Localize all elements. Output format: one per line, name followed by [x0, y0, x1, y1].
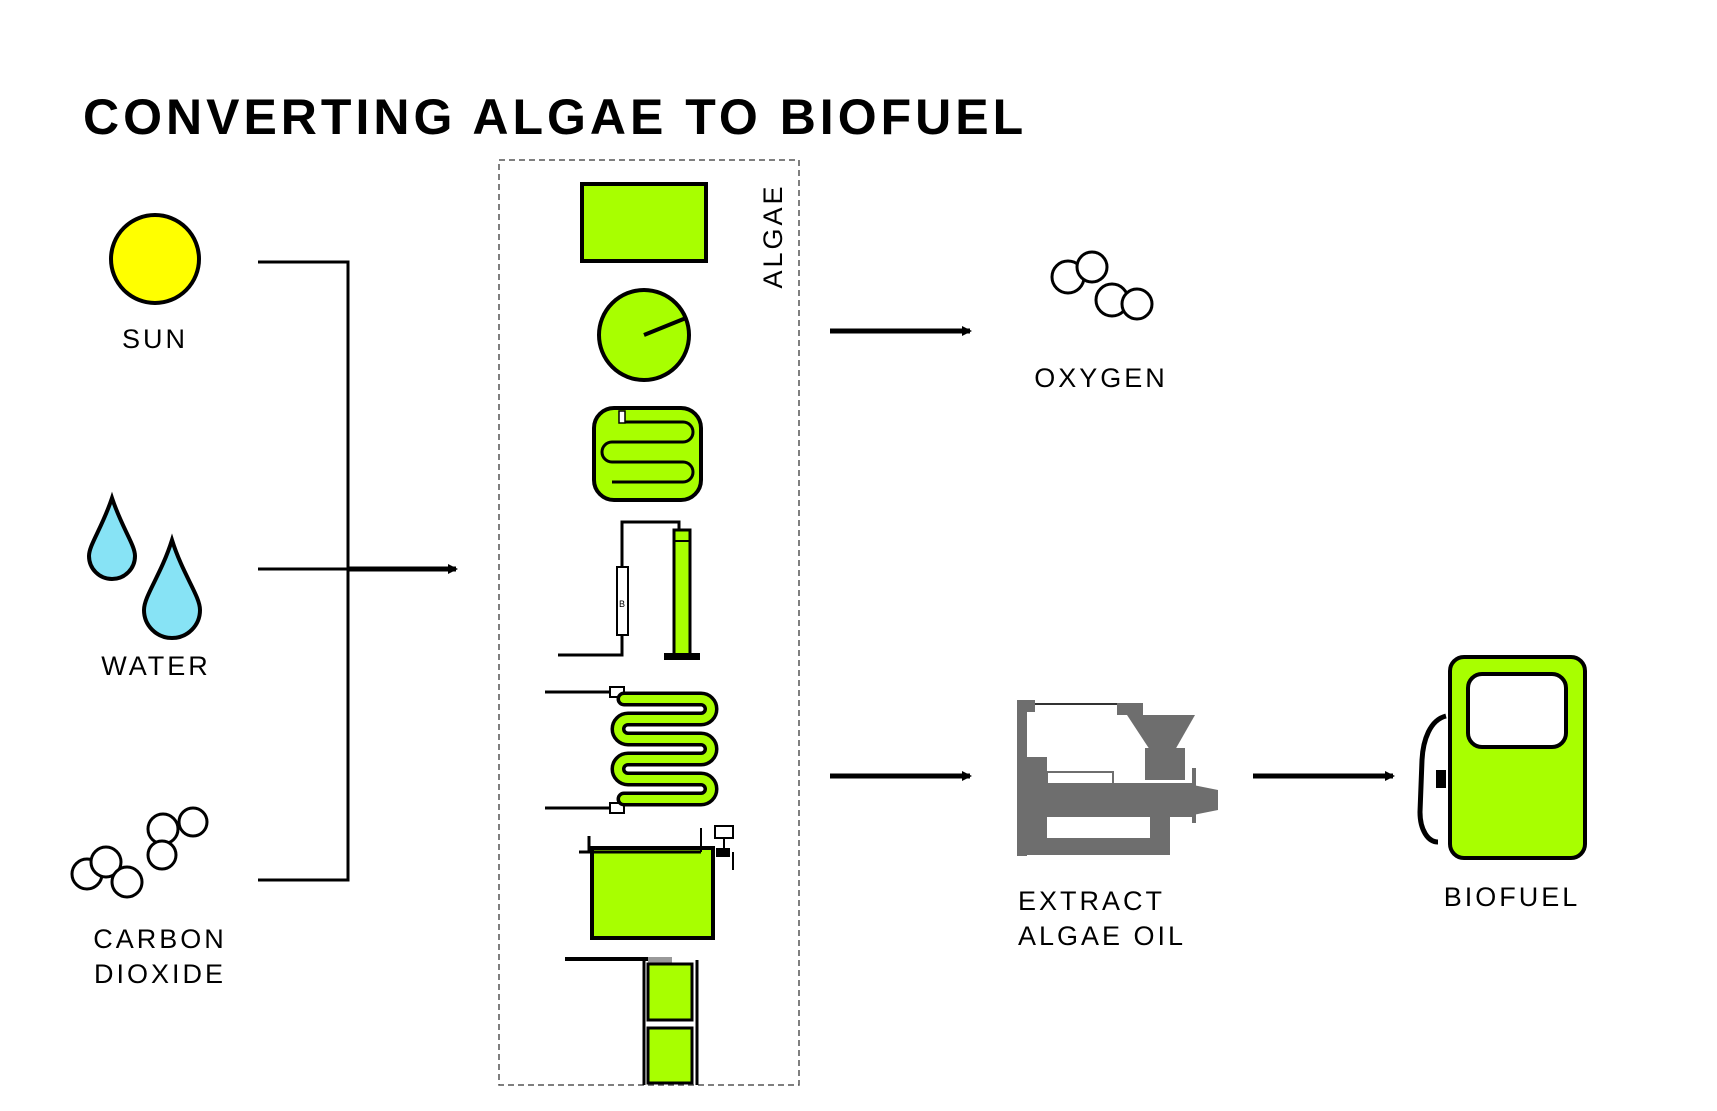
fuel-pump-icon — [1417, 655, 1587, 860]
oxygen-label: OXYGEN — [1034, 363, 1168, 393]
tank-bioreactor-icon — [579, 825, 734, 940]
carbon-dioxide-molecules-icon — [70, 806, 209, 899]
circular-pond-icon — [597, 288, 691, 382]
biofuel-label: BIOFUEL — [1444, 882, 1581, 912]
water-label: WATER — [101, 651, 211, 681]
page-title: CONVERTING ALGAE TO BIOFUEL — [83, 89, 1027, 145]
panel-reactor-icon — [565, 957, 699, 1085]
extract-label-line2: ALGAE OIL — [1018, 921, 1186, 951]
column-photobioreactor-icon: B — [558, 520, 700, 660]
tubular-photobioreactor-icon — [545, 686, 719, 814]
sun-icon — [109, 213, 201, 305]
sun-label: SUN — [122, 324, 188, 354]
extract-label-line1: EXTRACT — [1018, 886, 1165, 916]
open-pond-icon — [580, 182, 708, 263]
input-bracket — [258, 260, 350, 882]
water-drops-icon — [86, 491, 203, 640]
carbon-label-line1: CARBON — [93, 924, 227, 954]
svg-text:B: B — [619, 599, 625, 609]
oil-press-machine-icon — [1017, 700, 1218, 856]
algae-process-box — [498, 159, 800, 1086]
carbon-label-line2: DIOXIDE — [94, 959, 226, 989]
oxygen-molecules-icon — [1050, 250, 1154, 321]
algae-label: ALGAE — [758, 183, 788, 288]
raceway-pond-icon — [592, 406, 703, 502]
